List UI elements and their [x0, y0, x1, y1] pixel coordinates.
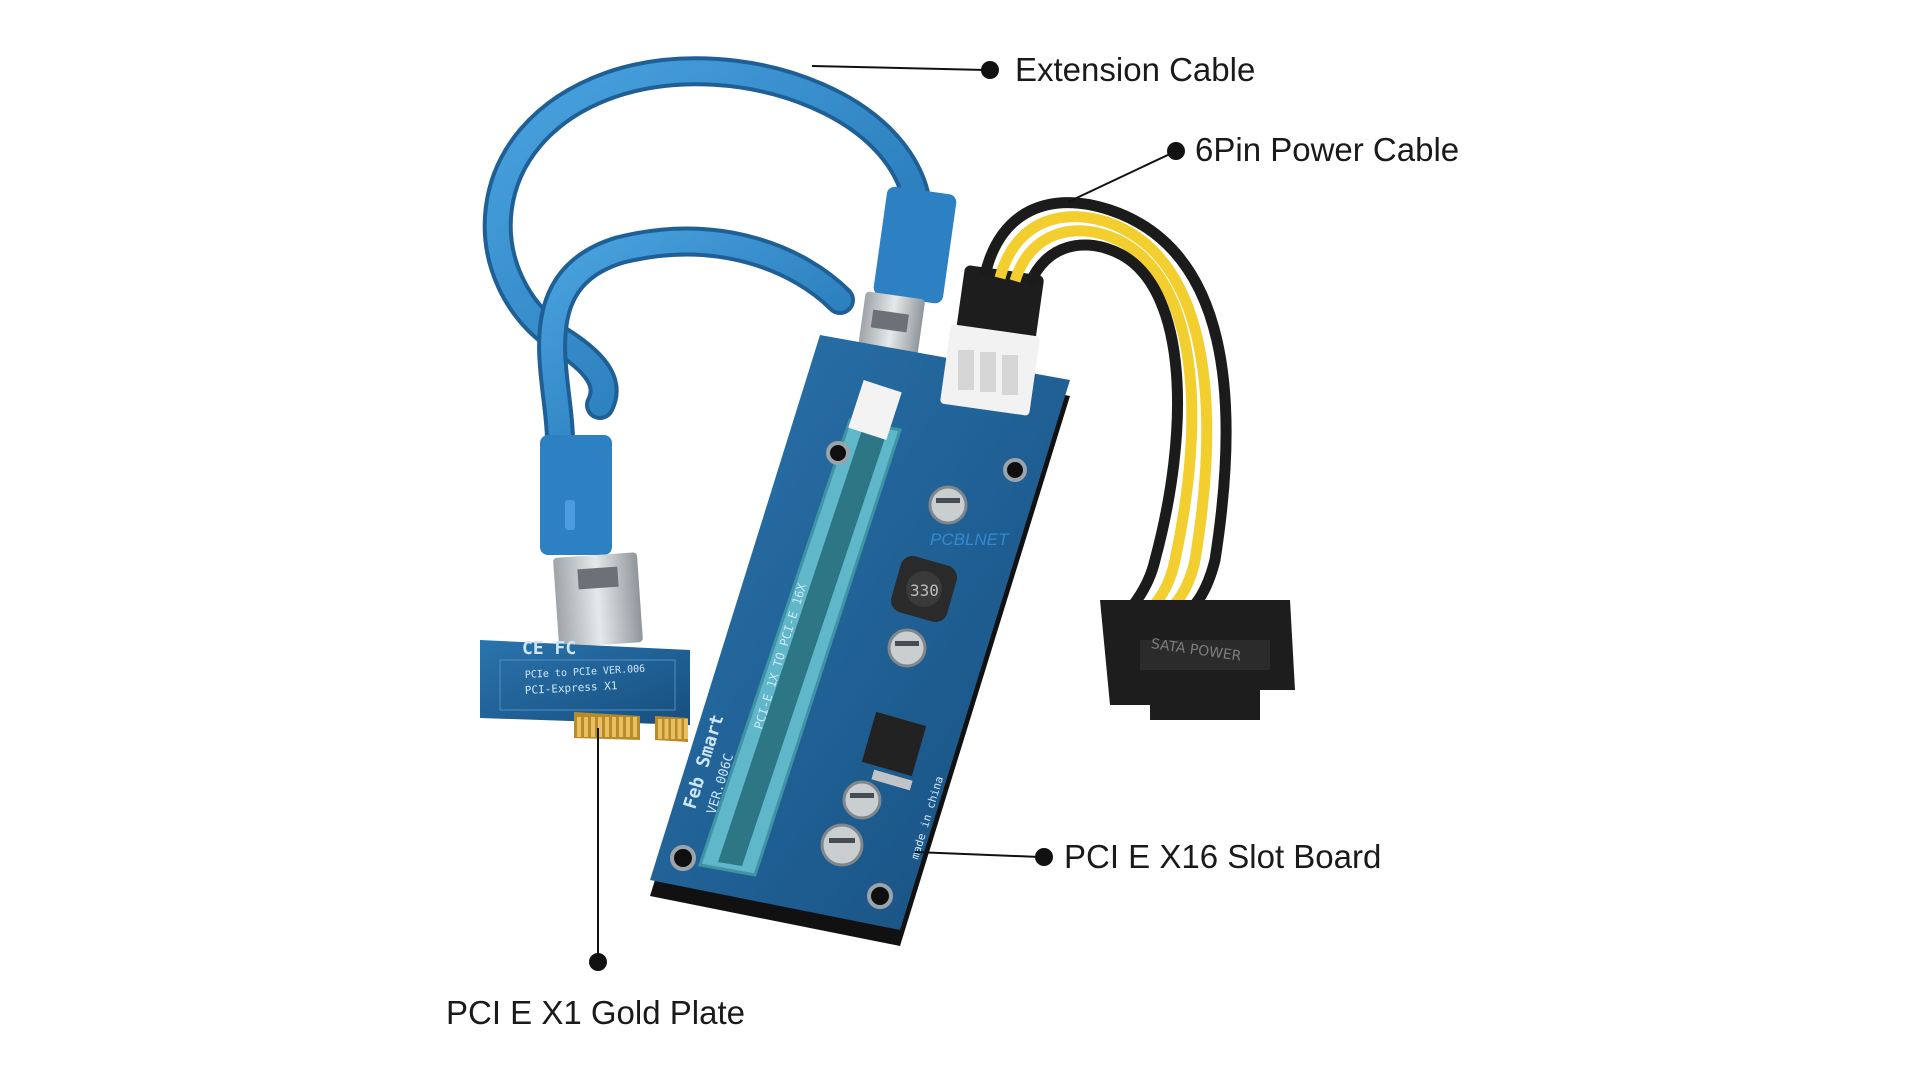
gold-finger — [664, 719, 669, 739]
leader-slot-board — [914, 848, 1053, 866]
extension-cable — [482, 56, 934, 455]
6pin-connector — [940, 265, 1044, 416]
watermark: PCBLNET — [930, 530, 1010, 549]
leader-extension-cable — [811, 61, 999, 79]
gold-finger — [619, 717, 623, 737]
mount-hole — [867, 883, 893, 909]
label-extension-cable: Extension Cable — [1015, 51, 1256, 88]
leader-power-cable — [1067, 142, 1185, 203]
gold-finger — [671, 719, 675, 739]
gold-finger — [577, 717, 581, 737]
capacitor — [842, 780, 882, 820]
cable-connector-bottom — [540, 435, 643, 648]
capacitor — [887, 628, 927, 668]
label-gold-plate: PCI E X1 Gold Plate — [446, 994, 745, 1031]
mount-hole — [826, 441, 850, 465]
gold-finger — [677, 719, 682, 739]
gold-finger — [584, 717, 588, 737]
power-wires — [979, 197, 1232, 624]
gold-finger — [633, 717, 637, 737]
gold-finger — [591, 717, 595, 737]
gold-finger — [612, 717, 616, 737]
regulator-chip — [861, 711, 927, 791]
gold-finger — [598, 717, 602, 737]
gold-finger — [658, 719, 662, 739]
capacitor — [820, 823, 864, 867]
x1-adapter-card: CE FC PCIe to PCIe VER.006 PCI-Express X… — [480, 638, 690, 742]
mount-hole — [1003, 458, 1027, 482]
inductor: 330 — [890, 555, 958, 623]
svg-text:330: 330 — [910, 581, 939, 600]
label-power-cable: 6Pin Power Cable — [1195, 131, 1460, 168]
adapter-marks: CE FC — [522, 638, 576, 659]
leader-gold-plate — [589, 728, 607, 971]
x1-gold-fingers — [574, 712, 688, 742]
sata-power-connector: SATA POWER — [1100, 600, 1295, 720]
adapter-line2: PCI-Express X1 — [524, 679, 617, 697]
gold-finger — [626, 717, 630, 737]
gold-finger — [605, 717, 609, 737]
capacitor — [928, 485, 968, 525]
mount-hole — [670, 845, 696, 871]
label-slot-board: PCI E X16 Slot Board — [1064, 838, 1382, 875]
gold-finger — [684, 719, 688, 739]
x16-slot-board: 330 Feb Smart VER.006C PCI-E 1X TO PCI-E… — [650, 335, 1070, 946]
